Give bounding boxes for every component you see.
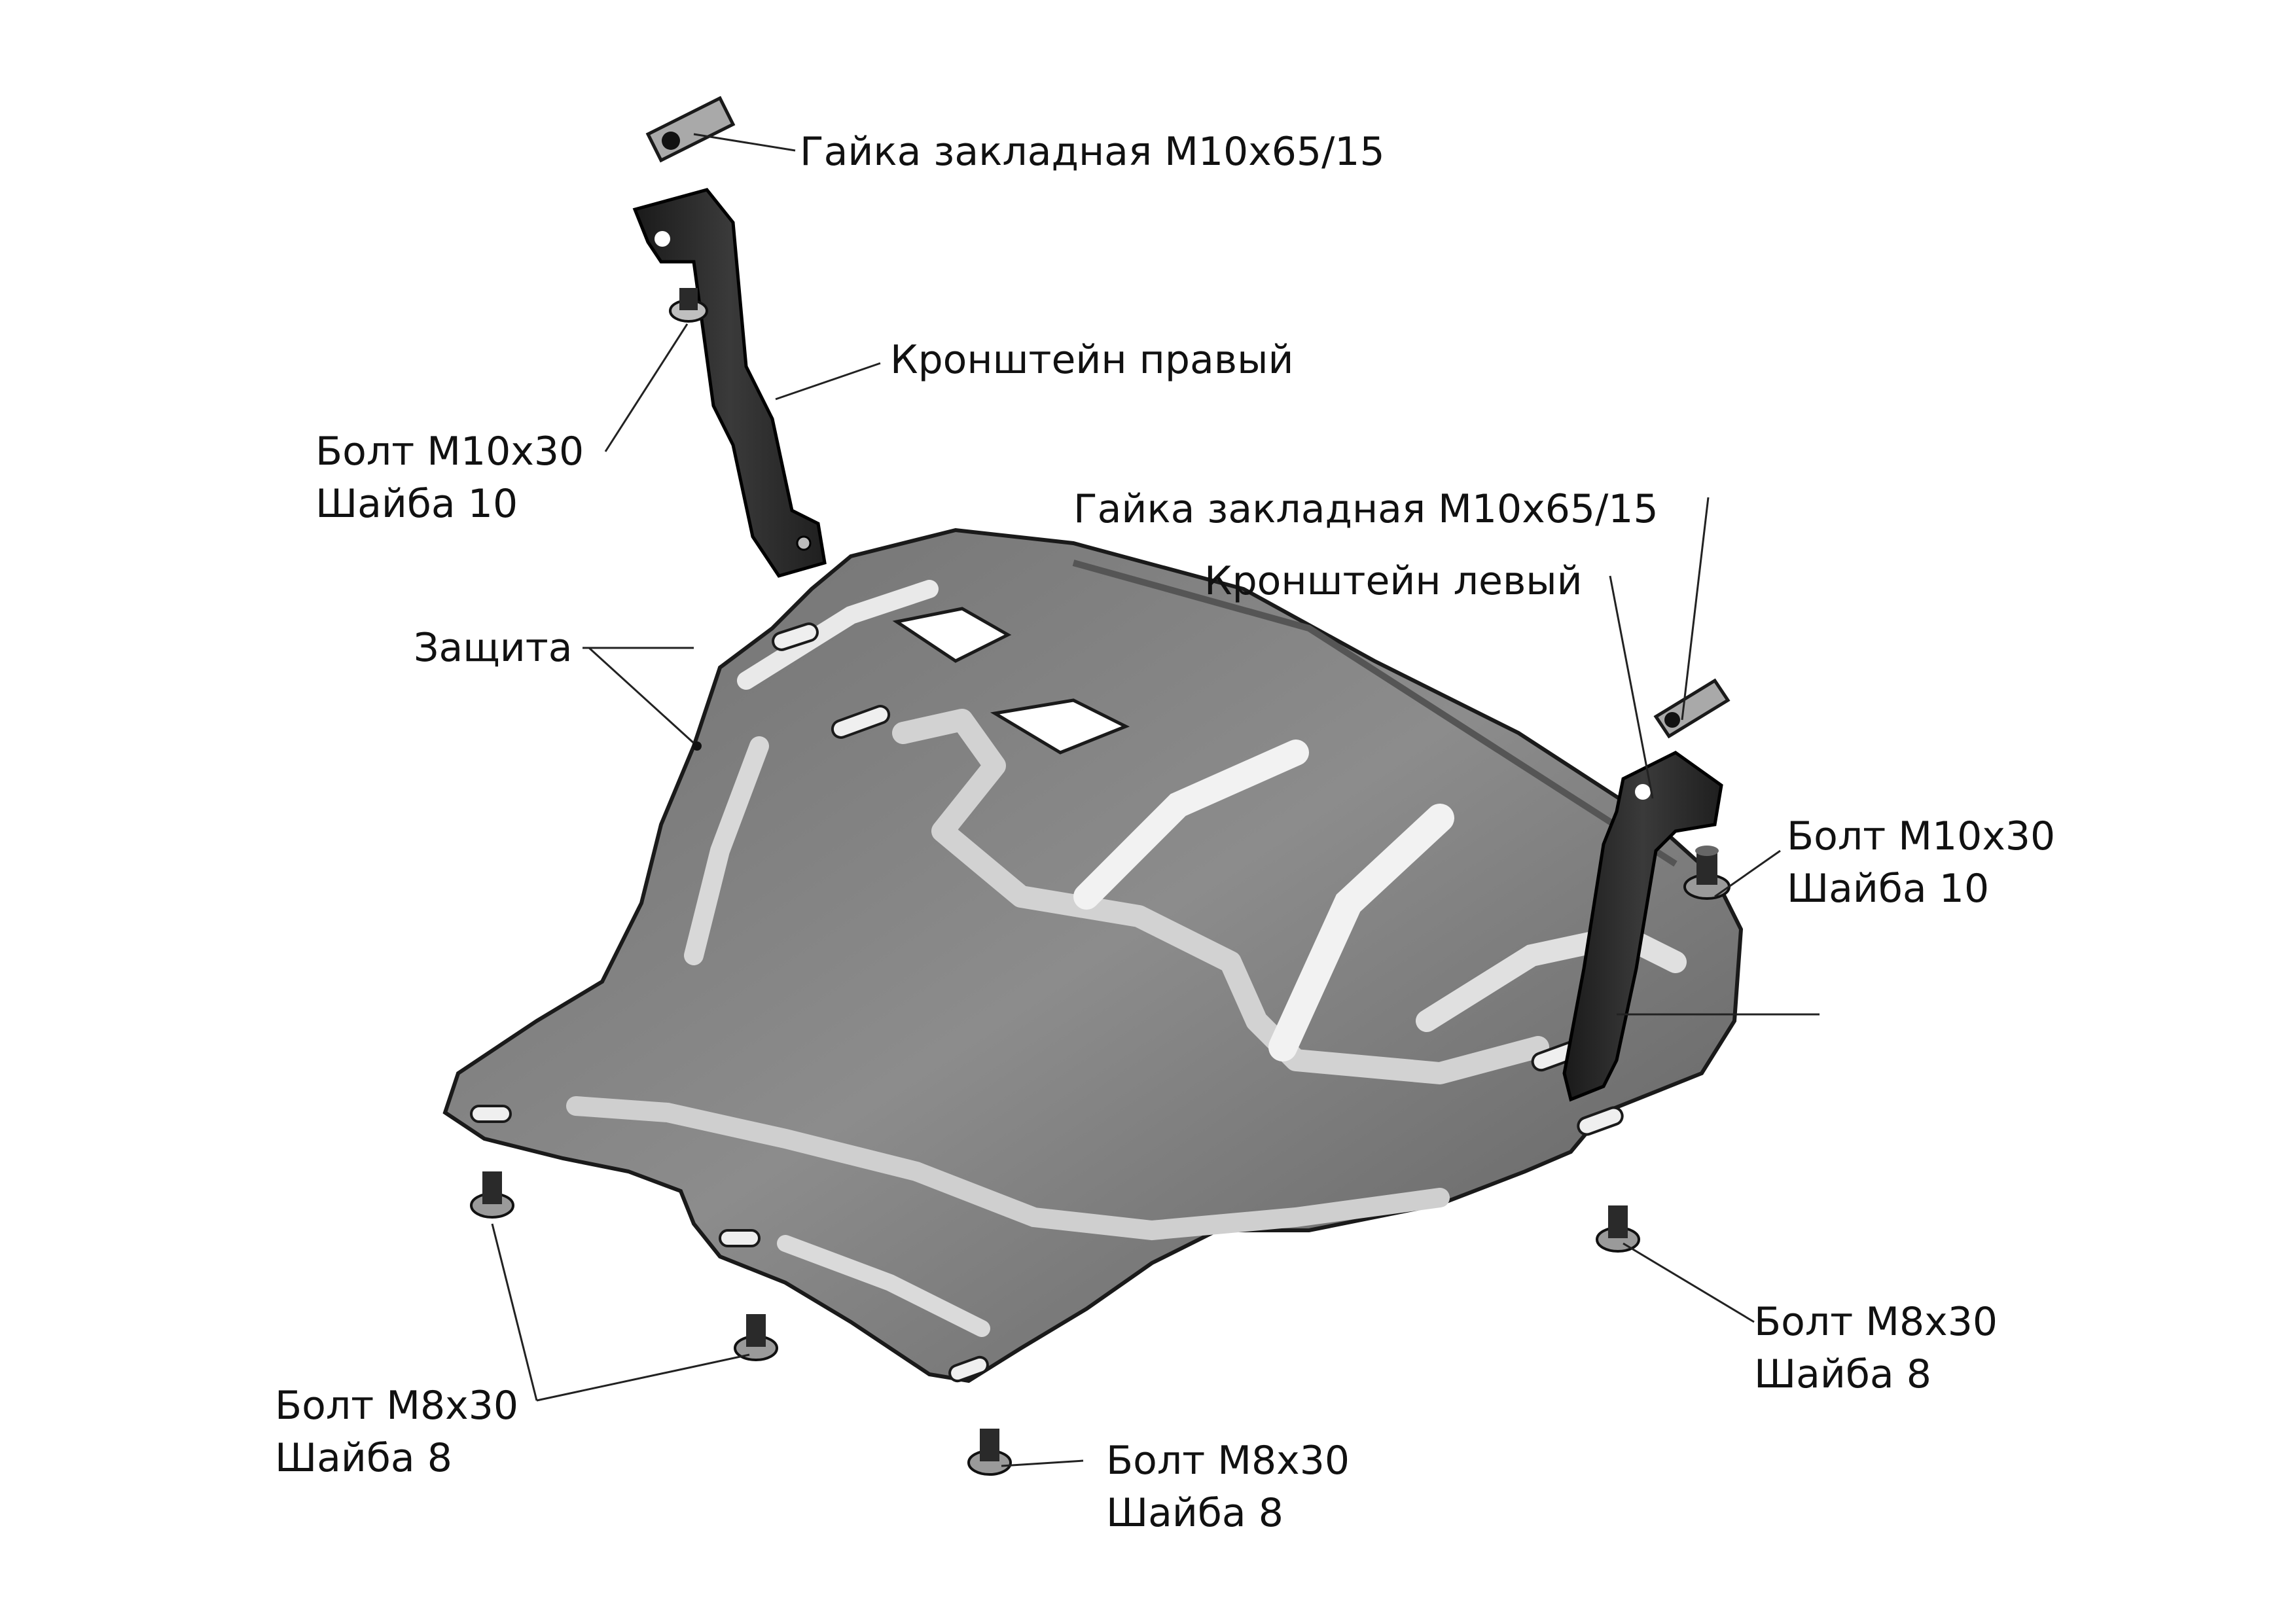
label-guard: Защита [414, 622, 572, 674]
bolt-m10-right-bracket [669, 288, 708, 323]
label-bolt-m10-left-line1: Болт М10х30 [315, 429, 584, 474]
label-nut-mid: Гайка закладная М10х65/15 [1073, 483, 1659, 535]
label-bolt-m8-left-line1: Болт М8х30 [275, 1383, 519, 1429]
label-bolt-m8-bottom-line1: Болт М8х30 [1106, 1438, 1350, 1484]
bolt-m8-left [734, 1314, 778, 1361]
embedded-nut-top [645, 96, 736, 163]
label-bolt-m8-right-line1: Болт М8х30 [1754, 1299, 1998, 1345]
label-bracket-left-text: Кронштейн левый [1204, 558, 1583, 604]
bolt-m8-far-left [470, 1171, 514, 1219]
label-bolt-m10-left: Болт М10х30 Шайба 10 [315, 425, 584, 530]
engine-guard-plate [442, 527, 1744, 1383]
label-bolt-m10-right: Болт М10х30 Шайба 10 [1787, 810, 2055, 915]
label-nut-mid-text: Гайка закладная М10х65/15 [1073, 486, 1659, 532]
label-bolt-m8-left: Болт М8х30 Шайба 8 [275, 1380, 518, 1484]
leader-lines [491, 133, 1820, 1467]
bolt-m8-right [1596, 1205, 1640, 1253]
label-bolt-m8-bottom: Болт М8х30 Шайба 8 [1106, 1435, 1350, 1539]
left-bracket [1562, 751, 1723, 1102]
bolt-m8-bottom [967, 1429, 1012, 1476]
label-bolt-m10-left-line2: Шайба 10 [315, 481, 518, 527]
label-bracket-right-text: Кронштейн правый [890, 337, 1294, 383]
label-bracket-right: Кронштейн правый [890, 334, 1294, 386]
label-bolt-m10-right-line2: Шайба 10 [1787, 866, 1990, 912]
label-bolt-m10-right-line1: Болт М10х30 [1787, 813, 2056, 859]
label-bolt-m8-left-line2: Шайба 8 [275, 1435, 452, 1481]
label-nut-top-text: Гайка закладная М10х65/15 [800, 129, 1385, 175]
label-bolt-m8-right: Болт М8х30 Шайба 8 [1754, 1296, 1998, 1400]
label-bracket-left: Кронштейн левый [1204, 555, 1583, 607]
label-guard-text: Защита [414, 625, 573, 671]
right-bracket [632, 188, 827, 578]
label-bolt-m8-bottom-line2: Шайба 8 [1106, 1490, 1283, 1536]
label-nut-top: Гайка закладная М10х65/15 [800, 126, 1385, 178]
label-bolt-m8-right-line2: Шайба 8 [1754, 1351, 1931, 1397]
embedded-nut-mid [1653, 678, 1731, 739]
bolt-m10-right [1683, 846, 1731, 900]
